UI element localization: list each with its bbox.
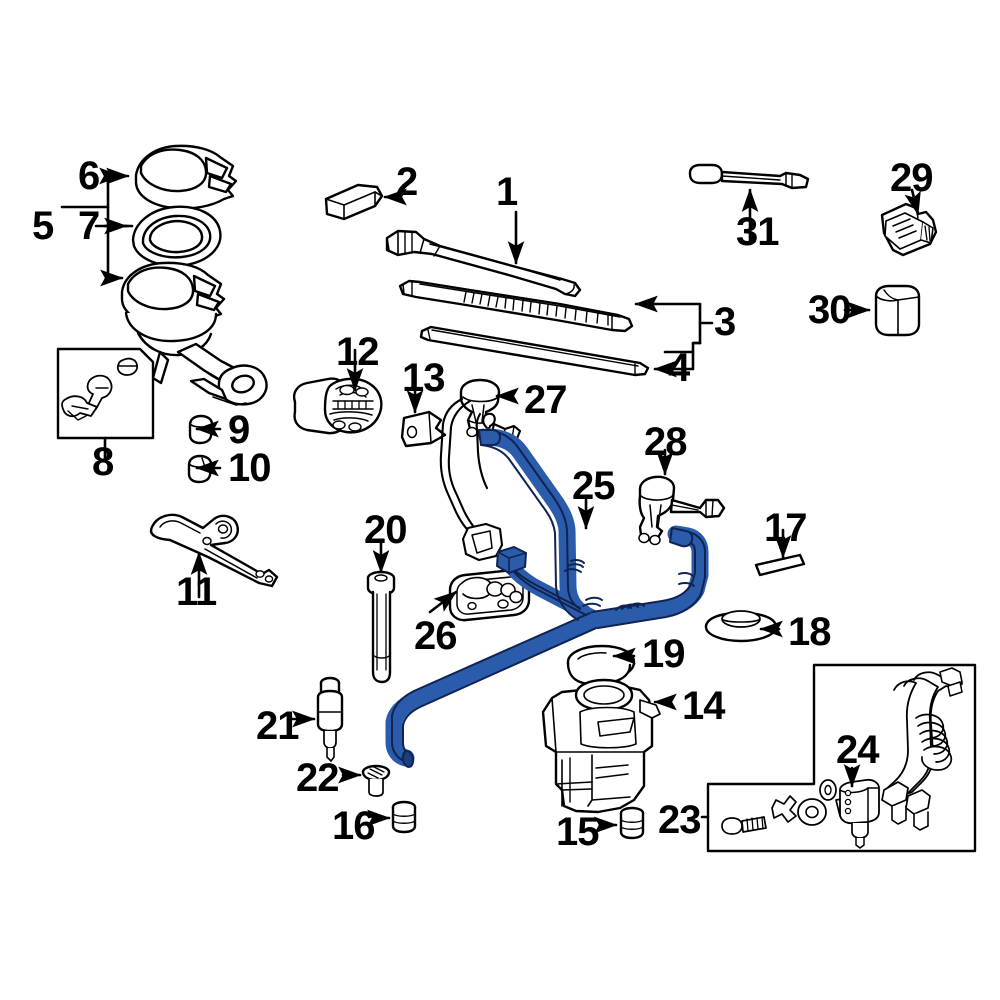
callout-number-19: 19 [642, 632, 685, 676]
arrow-29 [904, 188, 921, 216]
part-16-pump-grommet [391, 800, 417, 834]
arrow-26 [428, 590, 458, 614]
callout-number-7: 7 [78, 204, 100, 248]
callout-number-11: 11 [176, 570, 217, 614]
callout-number-4: 4 [668, 346, 690, 390]
callout-number-22: 22 [296, 756, 339, 800]
callout-number-10: 10 [228, 446, 271, 490]
callout-number-15: 15 [556, 810, 599, 854]
part-28-washer-nozzle-rear [638, 475, 726, 546]
part-19-reservoir-cap [566, 644, 636, 686]
callout-number-24: 24 [836, 728, 879, 772]
part-1-wiper-arm [385, 229, 582, 298]
callout-number-30: 30 [808, 288, 851, 332]
callout-number-18: 18 [788, 610, 831, 654]
callout-number-27: 27 [524, 378, 567, 422]
part-6-washer-nozzle-cover [134, 144, 238, 210]
part-25-washer-fluid-hose [385, 428, 709, 768]
callout-number-2: 2 [396, 160, 418, 204]
part-17-nozzle-seal-strip [754, 553, 806, 577]
callout-number-25: 25 [572, 464, 615, 508]
part-30-relay-cover [874, 284, 921, 337]
part-13-wiper-motor-bracket [400, 410, 447, 448]
callout-number-26: 26 [414, 614, 457, 658]
callout-leader-4 [663, 341, 702, 354]
part-21-washer-pump [316, 676, 344, 762]
callout-number-31: 31 [736, 210, 779, 254]
part-14-washer-fluid-reservoir [541, 678, 661, 814]
washer-hose-harness-white [439, 397, 522, 562]
callout-number-16: 16 [332, 804, 375, 848]
part-29-wiper-switch [880, 202, 938, 257]
callout-number-17: 17 [764, 506, 807, 550]
callout-number-23: 23 [658, 798, 701, 842]
part-11-wiper-linkage-arm [149, 513, 279, 588]
part-26-hose-retainer-plate [448, 568, 531, 622]
part-2-wiper-arm-cap [324, 183, 384, 221]
callout-number-6: 6 [78, 154, 100, 198]
part-8-hardware-kit-box [56, 347, 155, 462]
part-20-mounting-pin [366, 570, 396, 684]
part-12-wiper-motor [293, 377, 383, 435]
part-4-wiper-blade-refill [419, 325, 650, 377]
part-15-reservoir-grommet [619, 806, 645, 840]
part-18-hose-grommet [704, 610, 778, 643]
callout-number-13: 13 [402, 356, 445, 400]
callout-leader-4b [666, 350, 695, 371]
callout-number-14: 14 [682, 684, 725, 728]
callout-number-8: 8 [92, 440, 114, 484]
callout-number-9: 9 [228, 408, 250, 452]
part-31-washer-level-sensor [688, 163, 810, 190]
part-22-mounting-screw [361, 764, 391, 797]
callout-number-29: 29 [890, 156, 933, 200]
callout-number-20: 20 [364, 508, 407, 552]
inset-contents [721, 667, 963, 849]
callout-number-5: 5 [32, 204, 54, 248]
callout-number-1: 1 [496, 170, 518, 214]
callout-number-28: 28 [644, 420, 687, 464]
part-7-washer-nozzle-seal [131, 205, 222, 268]
callout-bracket-3 [646, 302, 714, 345]
part-5-washer-nozzle-assembly [120, 261, 268, 406]
callout-number-12: 12 [336, 330, 379, 374]
part-3-wiper-blade [398, 279, 634, 333]
callout-number-3: 3 [714, 300, 736, 344]
callout-number-21: 21 [256, 704, 299, 748]
